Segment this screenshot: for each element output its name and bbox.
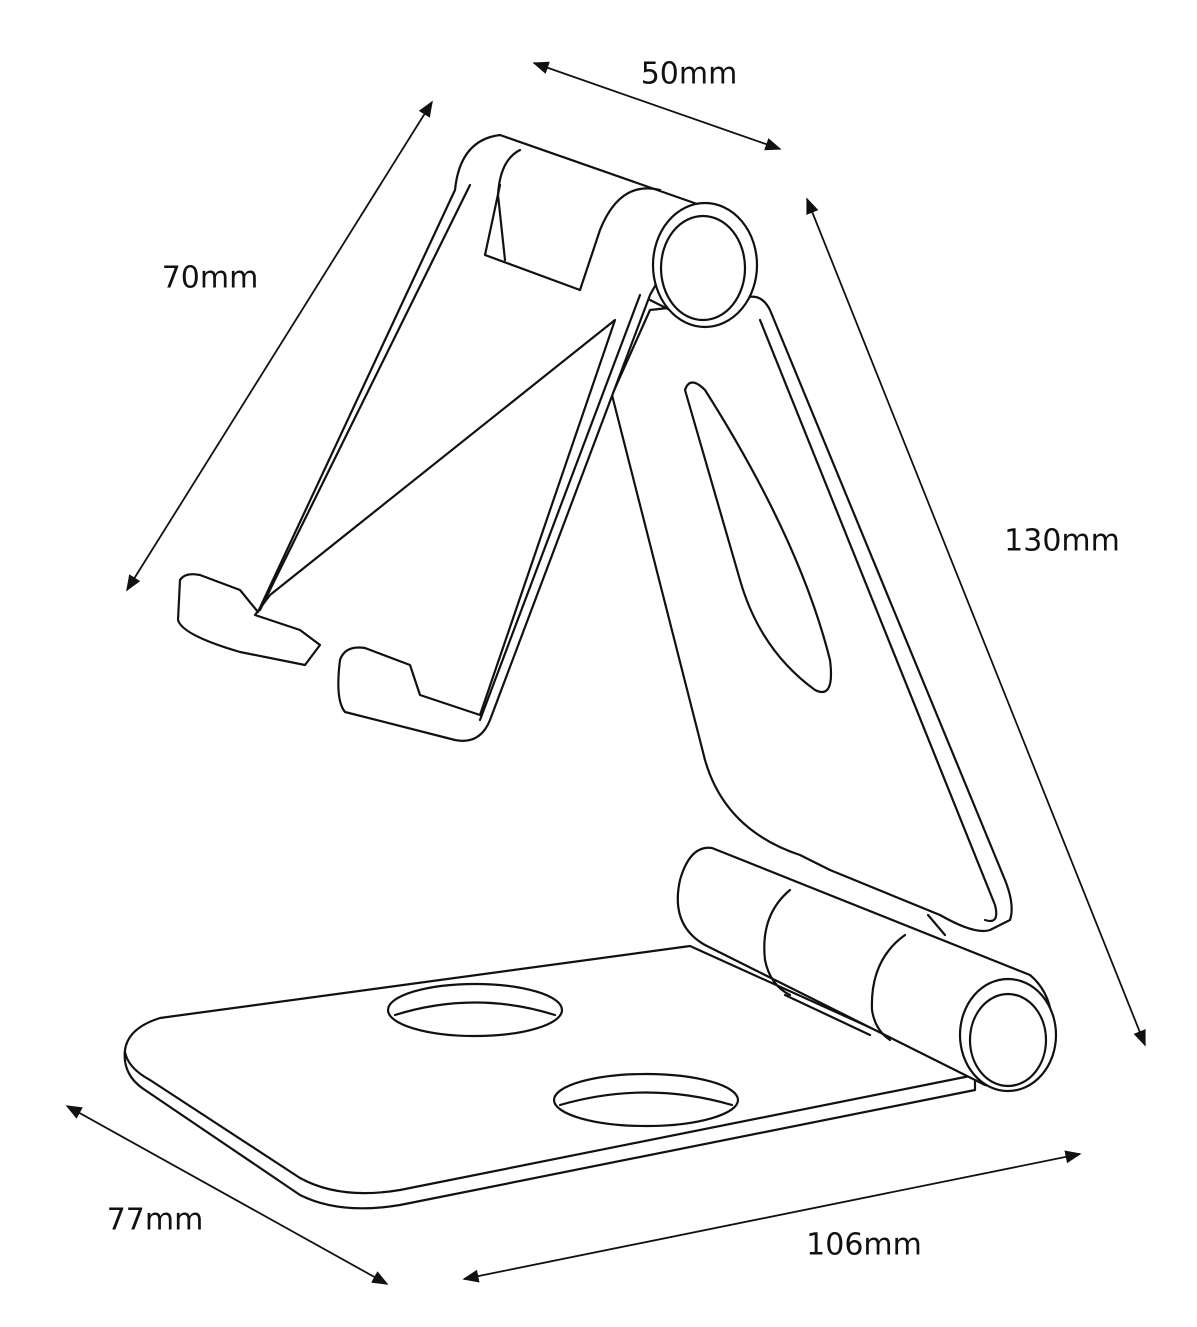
label-holder-length: 70mm <box>161 260 259 296</box>
label-top-width: 50mm <box>640 56 738 92</box>
dim-arrow-130mm <box>806 197 1146 1047</box>
label-base-depth: 77mm <box>106 1202 204 1238</box>
dim-arrow-106mm <box>462 1150 1082 1283</box>
hole-1 <box>386 982 564 1038</box>
dim-arrow-77mm <box>65 1105 389 1285</box>
label-height: 130mm <box>1004 523 1120 559</box>
top-hinge <box>651 201 759 329</box>
hole-2 <box>552 1072 740 1128</box>
back-arm <box>610 295 1013 933</box>
holder-plate <box>176 133 702 742</box>
dim-arrow-70mm <box>126 100 433 592</box>
dim-arrow-50mm <box>532 61 782 151</box>
label-base-width: 106mm <box>806 1227 922 1263</box>
